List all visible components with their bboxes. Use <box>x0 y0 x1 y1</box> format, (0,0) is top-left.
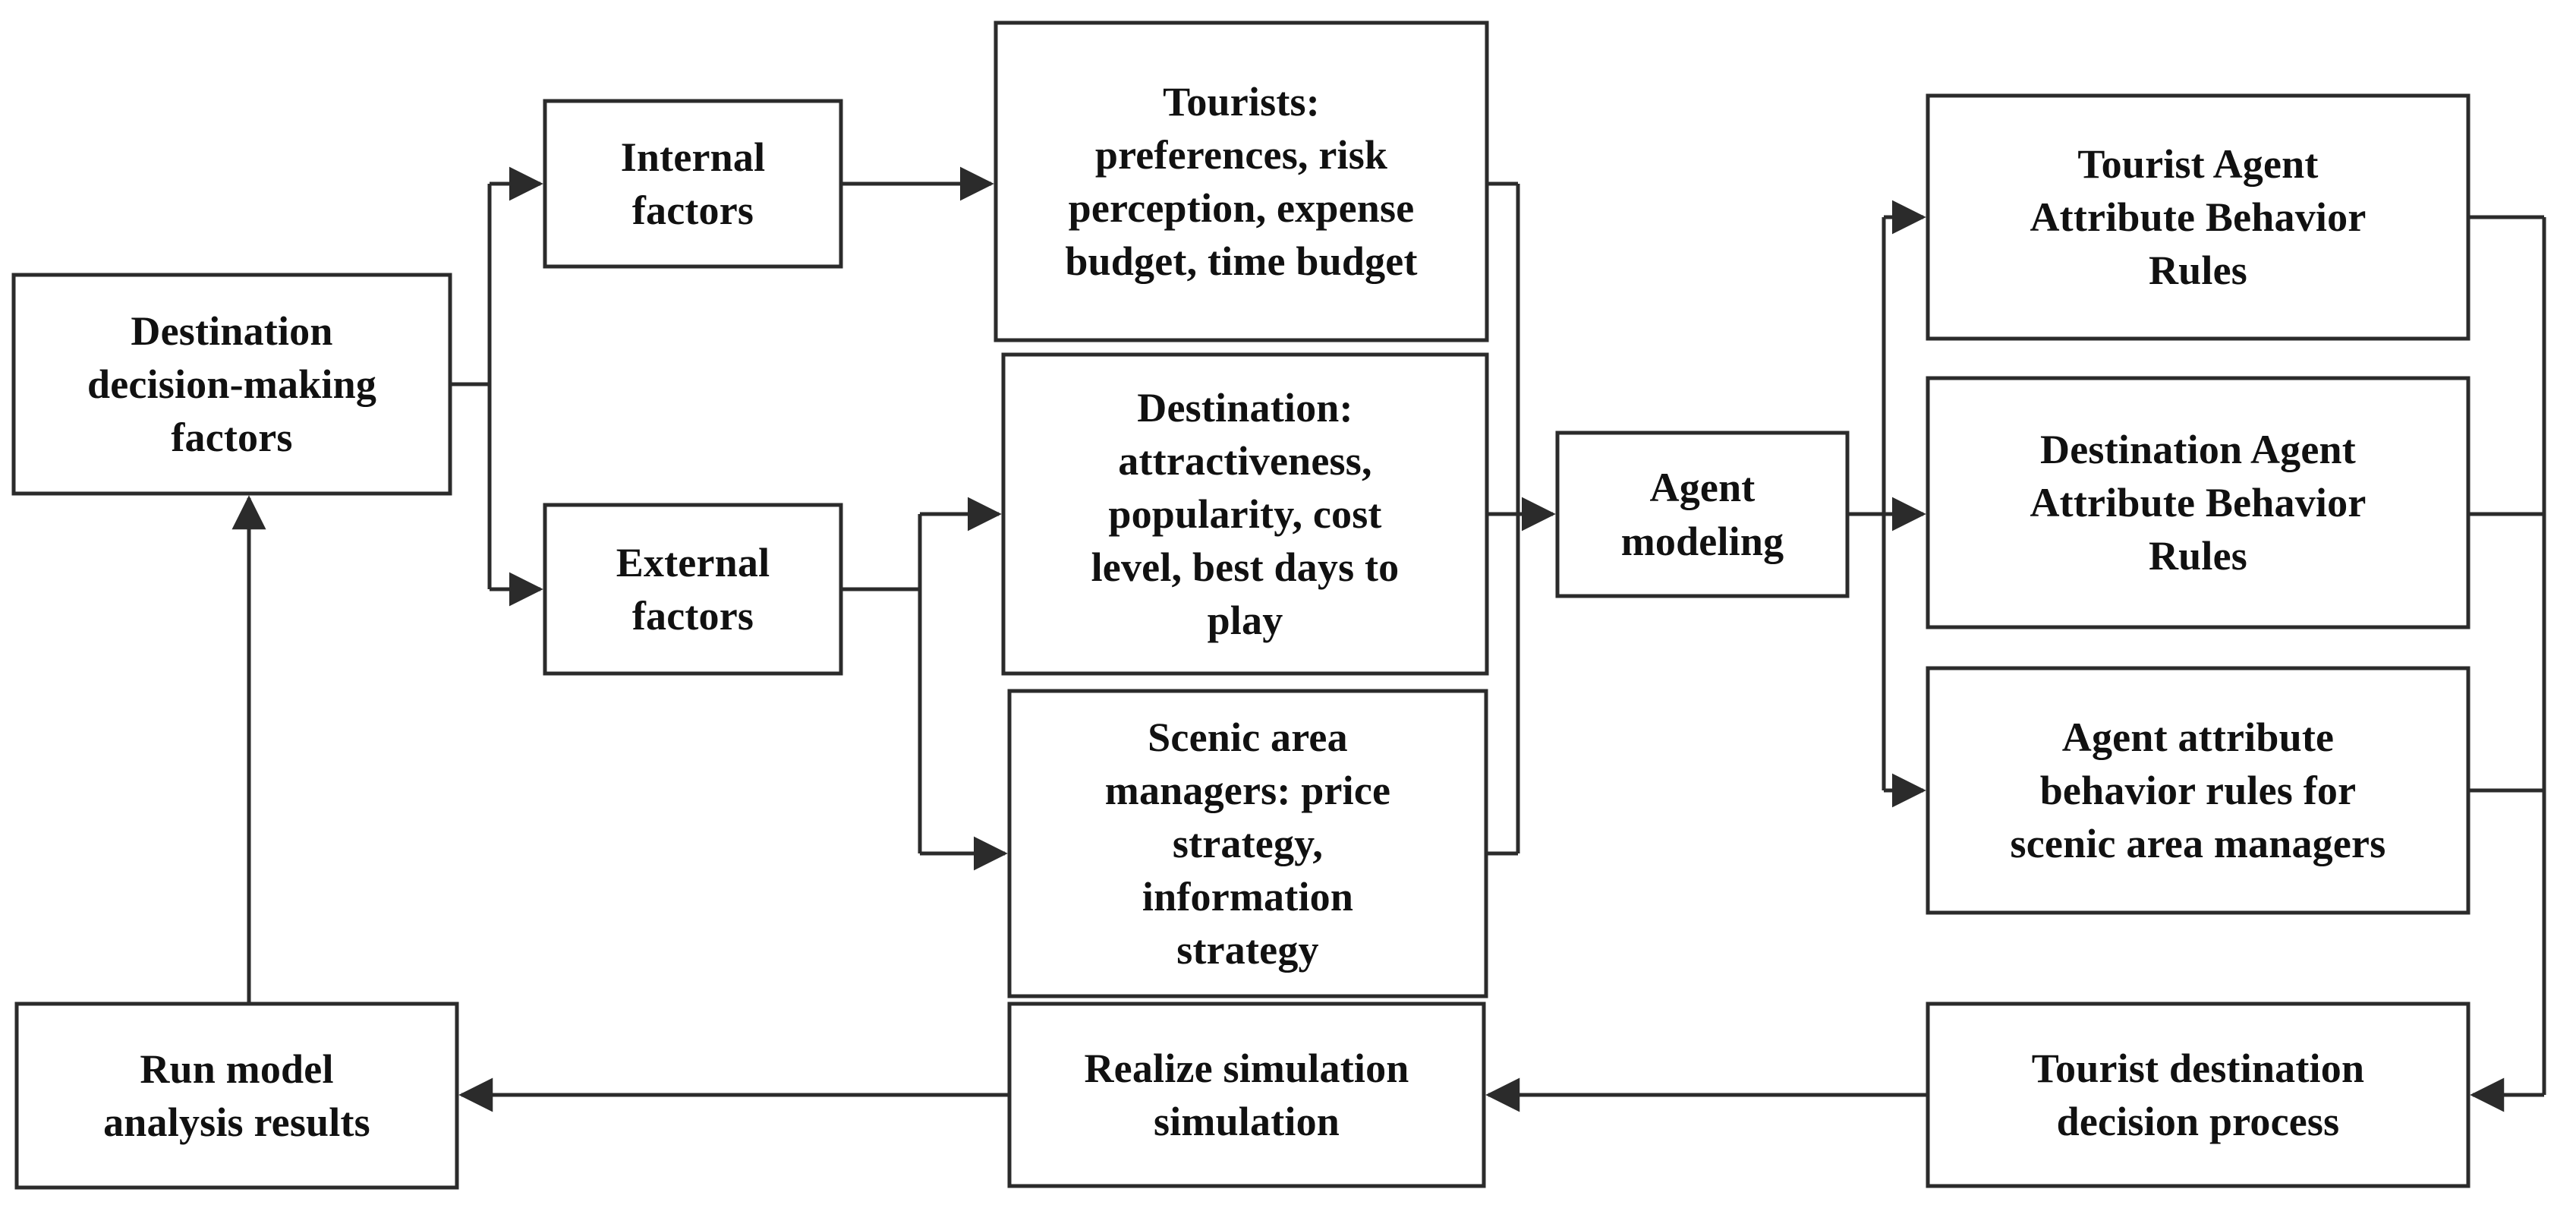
node-realize-simulation[interactable] <box>1009 1004 1484 1186</box>
node-agent-modeling-rect <box>1555 431 1850 598</box>
node-external-factors-rect <box>543 503 843 676</box>
node-destination-agent-rules-rect <box>1926 376 2471 629</box>
node-destination-decision-factors[interactable] <box>14 275 450 494</box>
node-tourist-agent-rules[interactable] <box>1928 96 2468 339</box>
node-destination-attributes[interactable] <box>1003 355 1487 673</box>
node-scenic-manager-attributes[interactable] <box>1009 691 1486 996</box>
node-destination-attributes-rect <box>1001 352 1489 676</box>
node-run-model-results-rect <box>14 1002 459 1190</box>
node-run-model-results[interactable] <box>17 1004 457 1188</box>
node-internal-factors-rect <box>543 99 843 269</box>
node-tourists-attributes-rect <box>994 21 1489 342</box>
node-tourists-attributes[interactable] <box>996 23 1487 340</box>
node-tourist-agent-rules-rect <box>1926 93 2471 341</box>
node-tourist-decision-process-rect <box>1926 1002 2471 1188</box>
node-tourist-decision-process[interactable] <box>1928 1004 2468 1186</box>
node-scenic-manager-agent-rules-rect <box>1926 666 2471 915</box>
node-internal-factors[interactable] <box>545 101 841 267</box>
node-external-factors[interactable] <box>545 505 841 673</box>
node-scenic-manager-attributes-rect <box>1007 689 1488 998</box>
node-realize-simulation-rect <box>1007 1002 1486 1188</box>
node-destination-agent-rules[interactable] <box>1928 378 2468 627</box>
node-agent-modeling[interactable] <box>1557 433 1847 596</box>
node-scenic-manager-agent-rules[interactable] <box>1928 668 2468 913</box>
node-destination-decision-factors-rect <box>11 273 452 496</box>
